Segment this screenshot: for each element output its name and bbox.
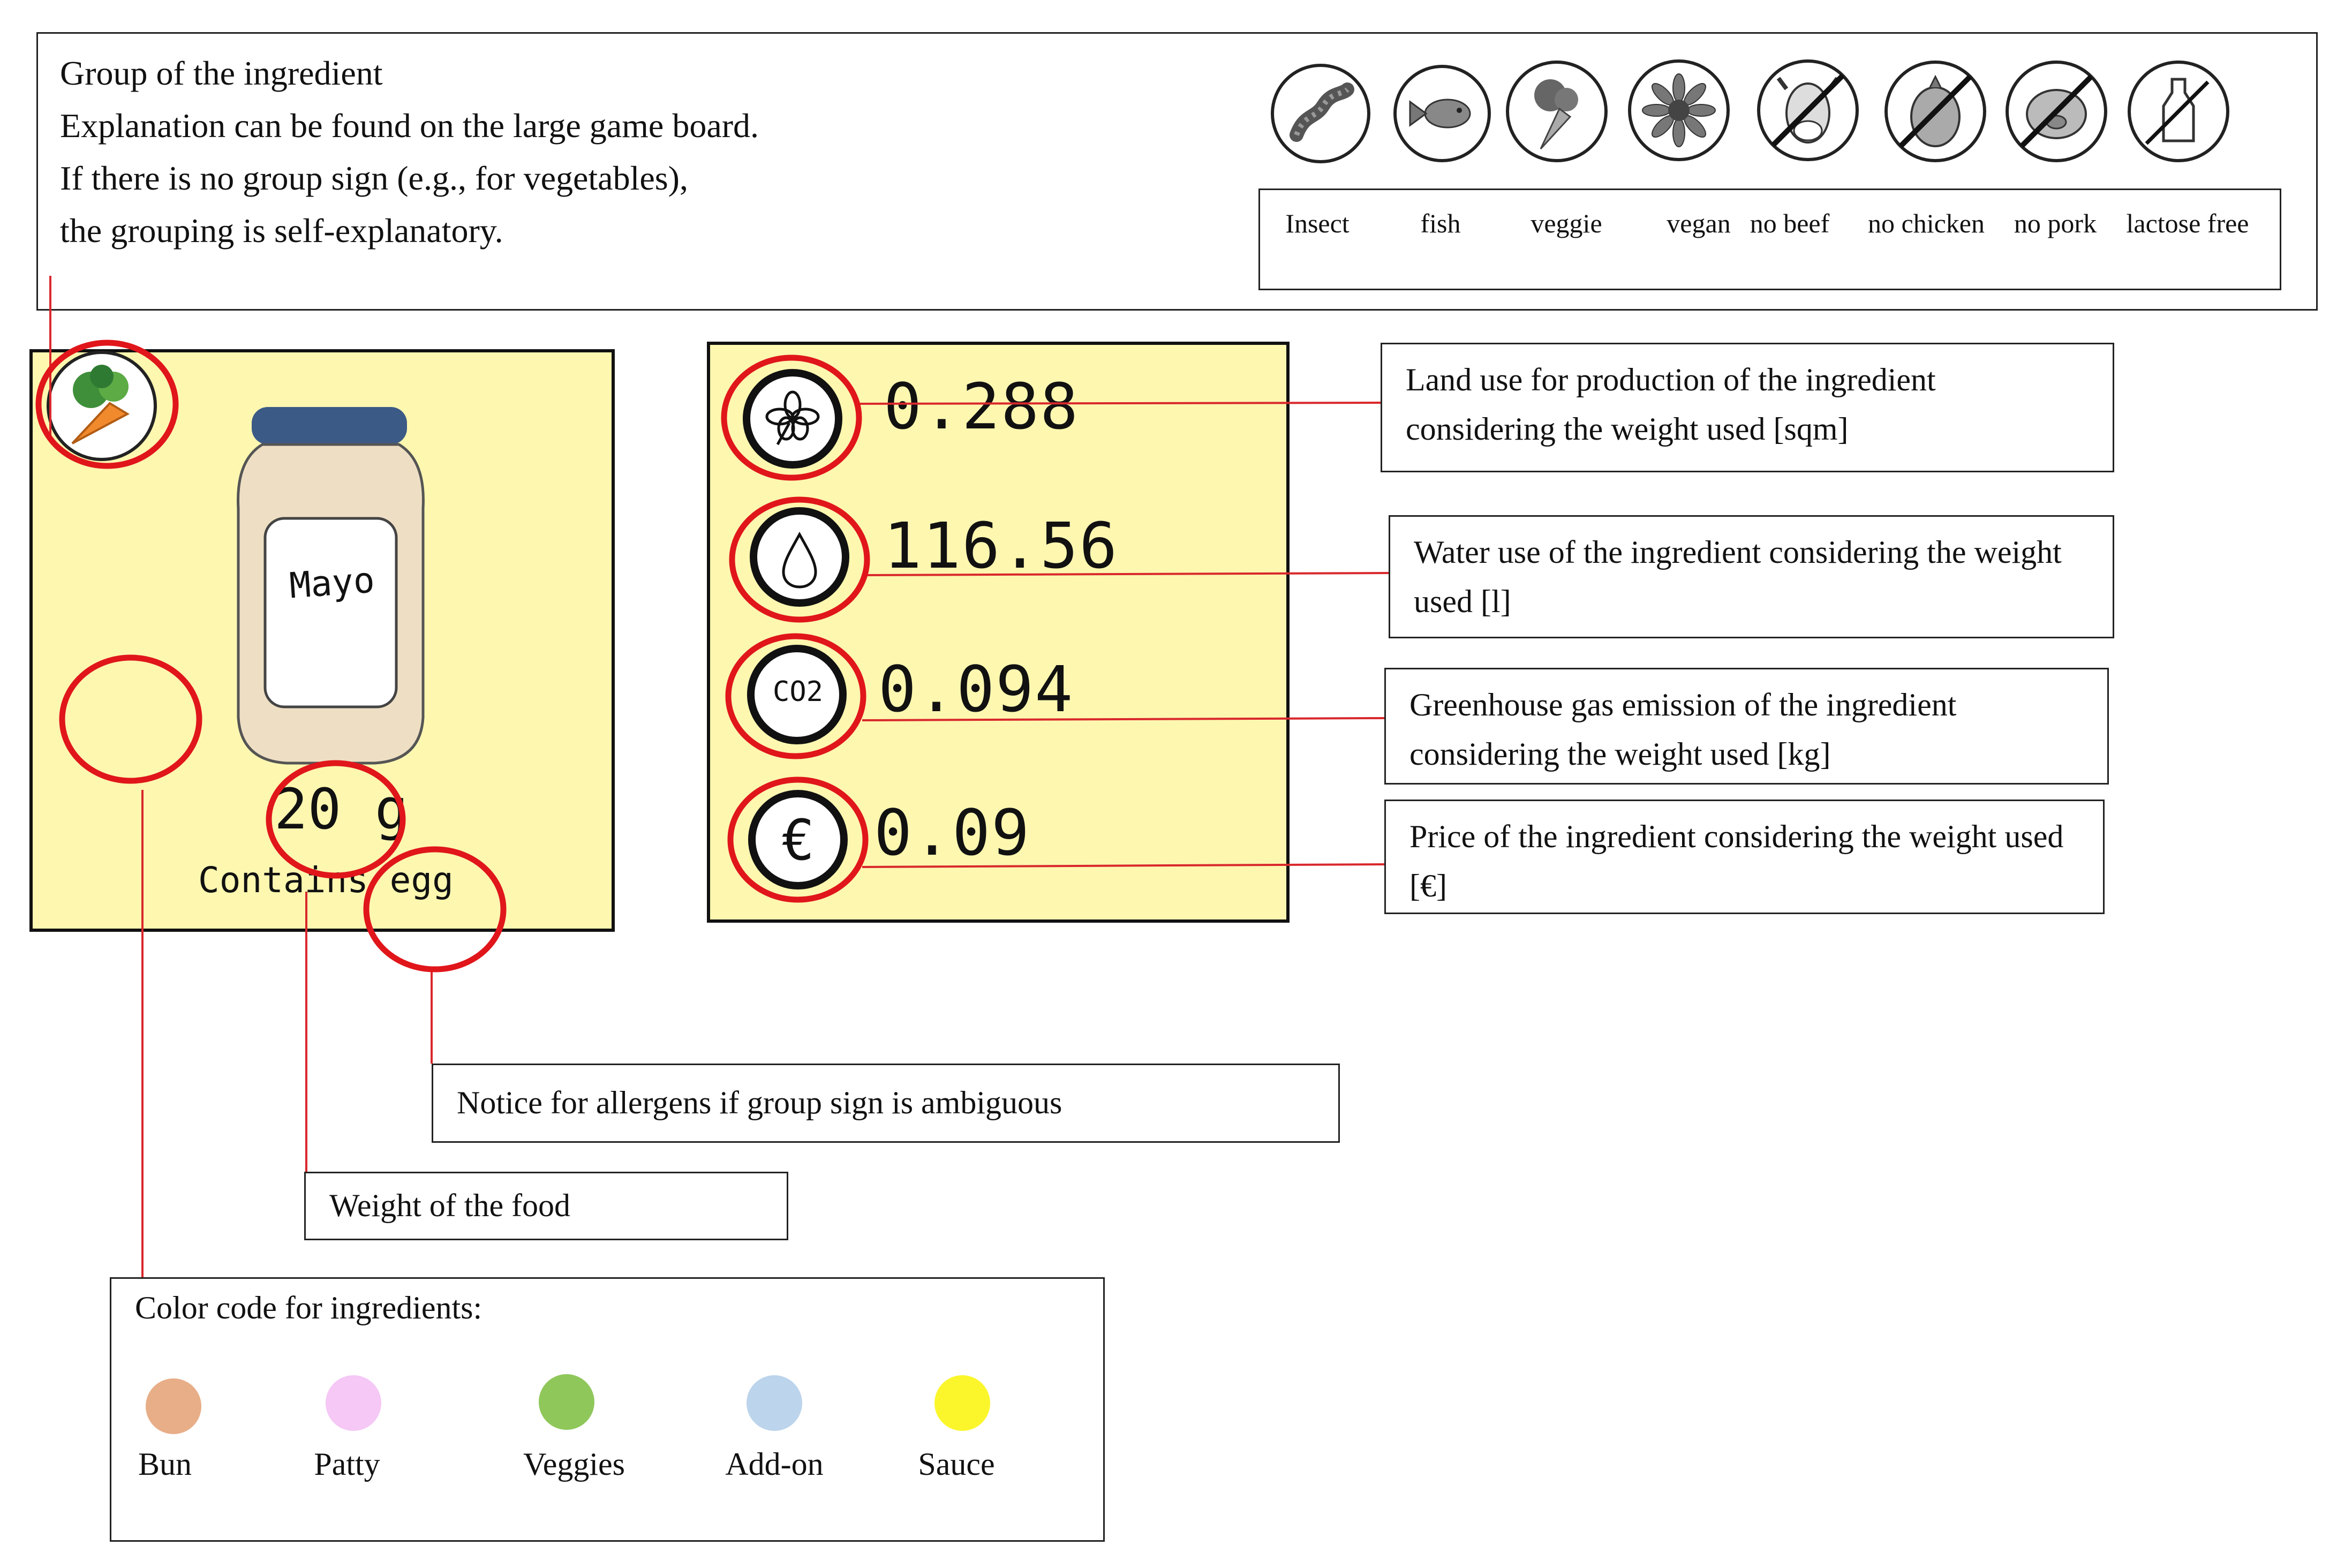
connector-ghg bbox=[862, 717, 1385, 721]
highlight-co2 bbox=[725, 633, 866, 759]
land-use-explanation: Land use for production of the ingredien… bbox=[1381, 343, 2114, 472]
veggie-icon bbox=[1506, 61, 1608, 162]
connector-lines bbox=[49, 276, 1389, 1277]
euro-symbol: € bbox=[781, 808, 815, 873]
water-drop-icon bbox=[750, 507, 849, 607]
group-label-no-chicken: no chicken bbox=[1868, 208, 1985, 238]
fish-icon bbox=[1393, 65, 1491, 162]
weight-callout: Weight of the food bbox=[304, 1172, 788, 1240]
highlight-price bbox=[727, 777, 869, 903]
insect-icon bbox=[1271, 64, 1370, 163]
land-use-value: 0.288 bbox=[884, 370, 1080, 443]
co2-icon bbox=[747, 645, 847, 744]
lactose-free-icon bbox=[2128, 61, 2229, 162]
highlight-circles bbox=[35, 340, 870, 973]
connector-land bbox=[856, 402, 1381, 405]
color-label-patty: Patty bbox=[314, 1446, 380, 1482]
no-pork-icon bbox=[2006, 61, 2107, 162]
price-value: 0.09 bbox=[874, 796, 1031, 870]
group-explanation-line-3: the grouping is self-explanatory. bbox=[60, 212, 503, 250]
color-swatch-bun bbox=[146, 1378, 201, 1434]
color-swatch-sauce bbox=[934, 1375, 990, 1431]
vegan-icon bbox=[1628, 59, 1730, 161]
no-chicken-icon bbox=[1884, 61, 1986, 162]
color-swatch-add-on bbox=[747, 1375, 802, 1431]
highlight-color-code bbox=[59, 654, 202, 784]
group-explanation-line-2: If there is no group sign (e.g., for veg… bbox=[60, 159, 688, 197]
water-use-explanation: Water use of the ingredient considering … bbox=[1389, 515, 2114, 638]
group-explanation-line-1: Explanation can be found on the large ga… bbox=[60, 107, 759, 145]
card-group-sign-veggie-icon bbox=[47, 351, 157, 461]
group-label-vegan: vegan bbox=[1667, 208, 1731, 238]
color-swatch-veggies bbox=[539, 1374, 594, 1430]
allergen-callout: Notice for allergens if group sign is am… bbox=[432, 1064, 1340, 1143]
price-explanation: Price of the ingredient considering the … bbox=[1384, 800, 2105, 914]
group-labels-box bbox=[1258, 189, 2281, 290]
no-beef-icon bbox=[1757, 59, 1859, 161]
group-label-no-pork: no pork bbox=[2014, 208, 2097, 238]
group-label-fish: fish bbox=[1420, 208, 1461, 238]
color-swatch-patty bbox=[326, 1375, 381, 1431]
ghg-explanation: Greenhouse gas emission of the ingredien… bbox=[1384, 668, 2109, 785]
euro-icon bbox=[748, 790, 848, 889]
group-heading: Group of the ingredient bbox=[60, 54, 383, 92]
mayo-jar-icon bbox=[237, 407, 425, 765]
allergen-note: Contains egg bbox=[198, 860, 454, 901]
color-code-title: Color code for ingredients: bbox=[135, 1290, 483, 1325]
highlight-allergen bbox=[363, 846, 507, 973]
color-label-add-on: Add-on bbox=[725, 1446, 824, 1482]
co2-icon-text: CO2 bbox=[773, 676, 823, 708]
color-label-bun: Bun bbox=[138, 1446, 192, 1482]
highlight-group-sign bbox=[35, 340, 179, 469]
group-label-no-beef: no beef bbox=[1750, 208, 1830, 238]
land-use-icon bbox=[743, 369, 842, 469]
connector-water bbox=[864, 572, 1389, 576]
highlight-weight bbox=[266, 760, 406, 879]
color-label-sauce: Sauce bbox=[918, 1446, 995, 1482]
group-label-veggie: veggie bbox=[1531, 208, 1602, 238]
water-use-value: 116.56 bbox=[884, 509, 1119, 583]
highlight-land bbox=[721, 355, 862, 481]
group-label-insect: Insect bbox=[1285, 208, 1350, 238]
group-label-lactose-free: lactose free bbox=[2126, 208, 2249, 238]
highlight-water bbox=[729, 496, 870, 623]
connector-price bbox=[862, 863, 1385, 868]
co2-value: 0.094 bbox=[878, 652, 1074, 726]
weight-value: 20 g bbox=[274, 777, 409, 842]
color-label-veggies: Veggies bbox=[523, 1446, 625, 1482]
